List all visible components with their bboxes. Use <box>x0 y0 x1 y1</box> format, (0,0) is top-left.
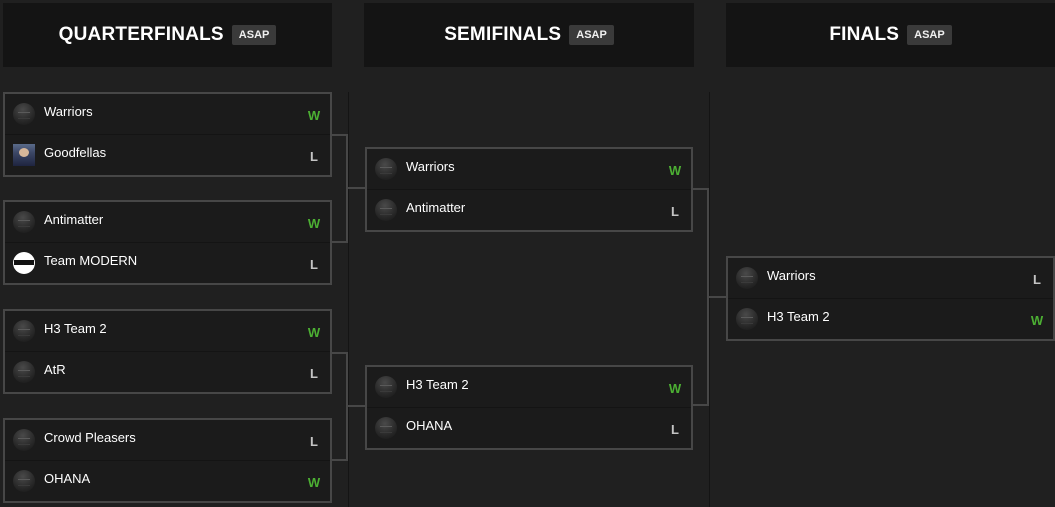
team-row[interactable]: Crowd Pleasers L <box>5 420 330 460</box>
team-logo-icon <box>13 470 35 492</box>
team-row[interactable]: Goodfellas L <box>5 135 330 175</box>
round-title: FINALS <box>829 24 900 45</box>
team-name: Crowd Pleasers <box>44 430 136 445</box>
team-name: Team MODERN <box>44 253 138 268</box>
team-row[interactable]: AtR L <box>5 352 330 392</box>
team-logo-icon <box>736 308 758 330</box>
loss-badge: L <box>310 256 318 272</box>
win-badge: W <box>307 215 321 231</box>
team-logo-icon <box>13 320 35 342</box>
loss-badge: L <box>671 203 679 219</box>
modern-logo-icon <box>13 252 35 274</box>
round-time-badge: ASAP <box>569 25 614 45</box>
match-semifinal-1[interactable]: Warriors W Antimatter L <box>365 147 693 232</box>
team-name: H3 Team 2 <box>767 309 830 324</box>
win-badge: W <box>1030 312 1044 328</box>
team-row[interactable]: Antimatter W <box>5 202 330 242</box>
team-row[interactable]: H3 Team 2 W <box>5 311 330 351</box>
row-divider <box>5 134 330 135</box>
team-name: Warriors <box>406 159 455 174</box>
team-name: H3 Team 2 <box>406 377 469 392</box>
team-row[interactable]: Warriors W <box>5 94 330 134</box>
team-row[interactable]: Warriors W <box>367 149 691 189</box>
team-row[interactable]: OHANA L <box>367 408 691 448</box>
win-badge: W <box>307 107 321 123</box>
team-logo-icon <box>13 103 35 125</box>
win-badge: W <box>307 474 321 490</box>
win-badge: W <box>307 324 321 340</box>
bracket-connector <box>691 188 709 190</box>
win-badge: W <box>668 380 682 396</box>
team-name: Antimatter <box>44 212 104 227</box>
row-divider <box>367 407 691 408</box>
team-name: AtR <box>44 362 66 377</box>
team-logo-icon <box>736 267 758 289</box>
loss-badge: L <box>310 433 318 449</box>
bracket-connector <box>330 241 348 243</box>
round-time-badge: ASAP <box>231 25 277 45</box>
match-quarterfinal-1[interactable]: Warriors W Goodfellas L <box>3 92 332 177</box>
team-row[interactable]: Team MODERN L <box>5 243 330 283</box>
round-title: QUARTERFINALS <box>58 24 224 45</box>
team-row[interactable]: OHANA W <box>5 461 330 501</box>
team-row[interactable]: Antimatter L <box>367 190 691 230</box>
row-divider <box>5 460 330 461</box>
match-quarterfinal-3[interactable]: H3 Team 2 W AtR L <box>3 309 332 394</box>
round-header-semifinals: SEMIFINALS ASAP <box>364 3 694 67</box>
round-header-quarterfinals: QUARTERFINALS ASAP <box>3 3 332 67</box>
match-quarterfinal-2[interactable]: Antimatter W Team MODERN L <box>3 200 332 285</box>
bracket-connector <box>346 187 366 189</box>
team-name: OHANA <box>406 418 453 433</box>
team-row[interactable]: H3 Team 2 W <box>367 367 691 407</box>
loss-badge: L <box>310 365 318 381</box>
team-name: Antimatter <box>406 200 466 215</box>
match-semifinal-2[interactable]: H3 Team 2 W OHANA L <box>365 365 693 450</box>
bracket-connector <box>691 404 709 406</box>
team-logo-icon <box>375 158 397 180</box>
row-divider <box>5 242 330 243</box>
team-row[interactable]: Warriors L <box>728 258 1053 298</box>
column-divider <box>709 92 710 507</box>
team-name: Warriors <box>767 268 816 283</box>
match-quarterfinal-4[interactable]: Crowd Pleasers L OHANA W <box>3 418 332 503</box>
bracket-connector <box>346 405 366 407</box>
loss-badge: L <box>671 421 679 437</box>
team-logo-icon <box>375 376 397 398</box>
row-divider <box>728 298 1053 299</box>
team-name: H3 Team 2 <box>44 321 107 336</box>
bracket-connector <box>330 459 348 461</box>
row-divider <box>5 351 330 352</box>
round-time-badge: ASAP <box>907 25 952 45</box>
bracket-connector <box>707 296 727 298</box>
team-row[interactable]: H3 Team 2 W <box>728 299 1053 339</box>
match-final[interactable]: Warriors L H3 Team 2 W <box>726 256 1055 341</box>
team-logo-icon <box>375 199 397 221</box>
bracket-connector <box>330 134 348 136</box>
team-logo-icon <box>13 361 35 383</box>
team-logo-icon <box>375 417 397 439</box>
row-divider <box>367 189 691 190</box>
round-header-finals: FINALS ASAP <box>726 3 1055 67</box>
win-badge: W <box>668 162 682 178</box>
loss-badge: L <box>310 148 318 164</box>
loss-badge: L <box>1033 271 1041 287</box>
team-name: OHANA <box>44 471 91 486</box>
team-name: Warriors <box>44 104 93 119</box>
bracket-connector <box>330 352 348 354</box>
team-logo-icon <box>13 429 35 451</box>
team-logo-icon <box>13 211 35 233</box>
column-divider <box>348 92 349 507</box>
team-name: Goodfellas <box>44 145 107 160</box>
round-title: SEMIFINALS <box>444 24 562 45</box>
avatar-icon <box>13 144 35 166</box>
